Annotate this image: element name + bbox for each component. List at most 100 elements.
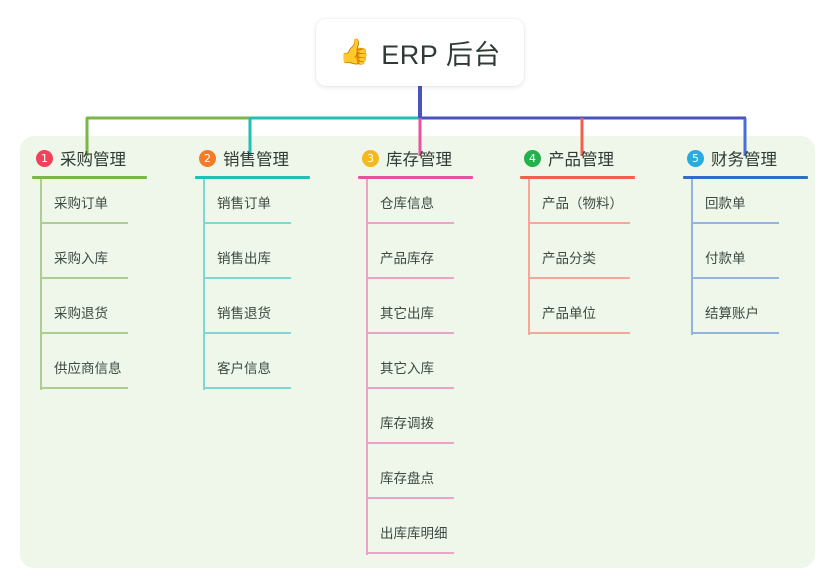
leaf-item-underline [40,277,128,279]
leaf-item[interactable]: 仓库信息 [358,179,473,234]
leaf-item-underline [366,332,454,334]
leaf-item-label: 销售出库 [217,251,271,266]
leaf-item-label: 仓库信息 [380,196,434,211]
category-column-2: 2 销售管理销售订单销售出库销售退货客户信息 [195,146,310,399]
leaf-item-label: 销售订单 [217,196,271,211]
leaf-item-underline [203,387,291,389]
leaf-item[interactable]: 结算账户 [683,289,808,344]
category-items: 销售订单销售出库销售退货客户信息 [195,179,310,399]
leaf-item[interactable]: 销售出库 [195,234,310,289]
leaf-item-underline [40,222,128,224]
category-title: 销售管理 [223,151,289,169]
leaf-item-underline [203,277,291,279]
leaf-item[interactable]: 供应商信息 [32,344,147,399]
leaf-item-underline [366,497,454,499]
leaf-item-underline [366,222,454,224]
leaf-item-label: 客户信息 [217,361,271,376]
leaf-item-label: 产品（物料） [542,196,623,211]
category-underline [683,176,808,179]
category-column-5: 5 财务管理回款单付款单结算账户 [683,146,808,344]
leaf-item[interactable]: 产品库存 [358,234,473,289]
leaf-item-label: 采购入库 [54,251,108,266]
leaf-item-underline [528,222,630,224]
leaf-item-label: 供应商信息 [54,361,122,376]
category-spine [203,179,205,390]
category-index-badge: 5 [687,149,704,167]
category-items: 采购订单采购入库采购退货供应商信息 [32,179,147,399]
category-header-2[interactable]: 2 销售管理 [195,146,310,170]
leaf-item-underline [203,222,291,224]
leaf-item-label: 产品分类 [542,251,596,266]
category-column-1: 1 采购管理采购订单采购入库采购退货供应商信息 [32,146,147,399]
category-items: 回款单付款单结算账户 [683,179,808,344]
leaf-item[interactable]: 出库库明细 [358,509,473,564]
leaf-item[interactable]: 回款单 [683,179,808,234]
leaf-item-label: 其它入库 [380,361,434,376]
thumbs-up-icon: 👍 [339,38,371,66]
leaf-item-underline [366,277,454,279]
leaf-item[interactable]: 库存盘点 [358,454,473,509]
category-title: 库存管理 [386,151,452,169]
category-spine [528,179,530,335]
category-underline [358,176,473,179]
category-spine [691,179,693,335]
category-underline [195,176,310,179]
leaf-item[interactable]: 采购入库 [32,234,147,289]
leaf-item[interactable]: 采购退货 [32,289,147,344]
category-header-1[interactable]: 1 采购管理 [32,146,147,170]
leaf-item-underline [40,387,128,389]
leaf-item[interactable]: 采购订单 [32,179,147,234]
leaf-item-label: 出库库明细 [380,526,448,541]
leaf-item-label: 回款单 [705,196,746,211]
leaf-item[interactable]: 销售订单 [195,179,310,234]
leaf-item-underline [40,332,128,334]
category-column-3: 3 库存管理仓库信息产品库存其它出库其它入库库存调拨库存盘点出库库明细 [358,146,473,564]
leaf-item-label: 产品库存 [380,251,434,266]
leaf-item[interactable]: 产品单位 [520,289,635,344]
leaf-item[interactable]: 产品分类 [520,234,635,289]
leaf-item-underline [366,552,454,554]
leaf-item[interactable]: 产品（物料） [520,179,635,234]
leaf-item-label: 付款单 [705,251,746,266]
leaf-item-label: 库存调拨 [380,416,434,431]
category-header-5[interactable]: 5 财务管理 [683,146,808,170]
category-underline [520,176,635,179]
leaf-item-underline [366,442,454,444]
category-spine [366,179,368,555]
root-node-title: ERP 后台 [381,40,501,70]
leaf-item-label: 库存盘点 [380,471,434,486]
leaf-item[interactable]: 其它入库 [358,344,473,399]
leaf-item-label: 产品单位 [542,306,596,321]
leaf-item-underline [691,222,779,224]
category-index-badge: 1 [36,149,53,167]
category-items: 仓库信息产品库存其它出库其它入库库存调拨库存盘点出库库明细 [358,179,473,564]
category-title: 产品管理 [548,151,614,169]
leaf-item-label: 采购订单 [54,196,108,211]
leaf-item[interactable]: 付款单 [683,234,808,289]
leaf-item-label: 结算账户 [705,306,759,321]
root-node-card[interactable]: 👍 ERP 后台 [316,19,524,86]
category-title: 财务管理 [711,151,777,169]
leaf-item-underline [366,387,454,389]
leaf-item-underline [691,332,779,334]
leaf-item[interactable]: 库存调拨 [358,399,473,454]
leaf-item-label: 其它出库 [380,306,434,321]
category-header-3[interactable]: 3 库存管理 [358,146,473,170]
category-underline [32,176,147,179]
diagram-background-panel [20,136,815,568]
category-index-badge: 3 [362,149,379,167]
category-title: 采购管理 [60,151,126,169]
category-index-badge: 2 [199,149,216,167]
leaf-item-underline [528,277,630,279]
leaf-item[interactable]: 客户信息 [195,344,310,399]
leaf-item[interactable]: 销售退货 [195,289,310,344]
leaf-item-label: 采购退货 [54,306,108,321]
leaf-item[interactable]: 其它出库 [358,289,473,344]
leaf-item-underline [528,332,630,334]
leaf-item-underline [691,277,779,279]
leaf-item-label: 销售退货 [217,306,271,321]
